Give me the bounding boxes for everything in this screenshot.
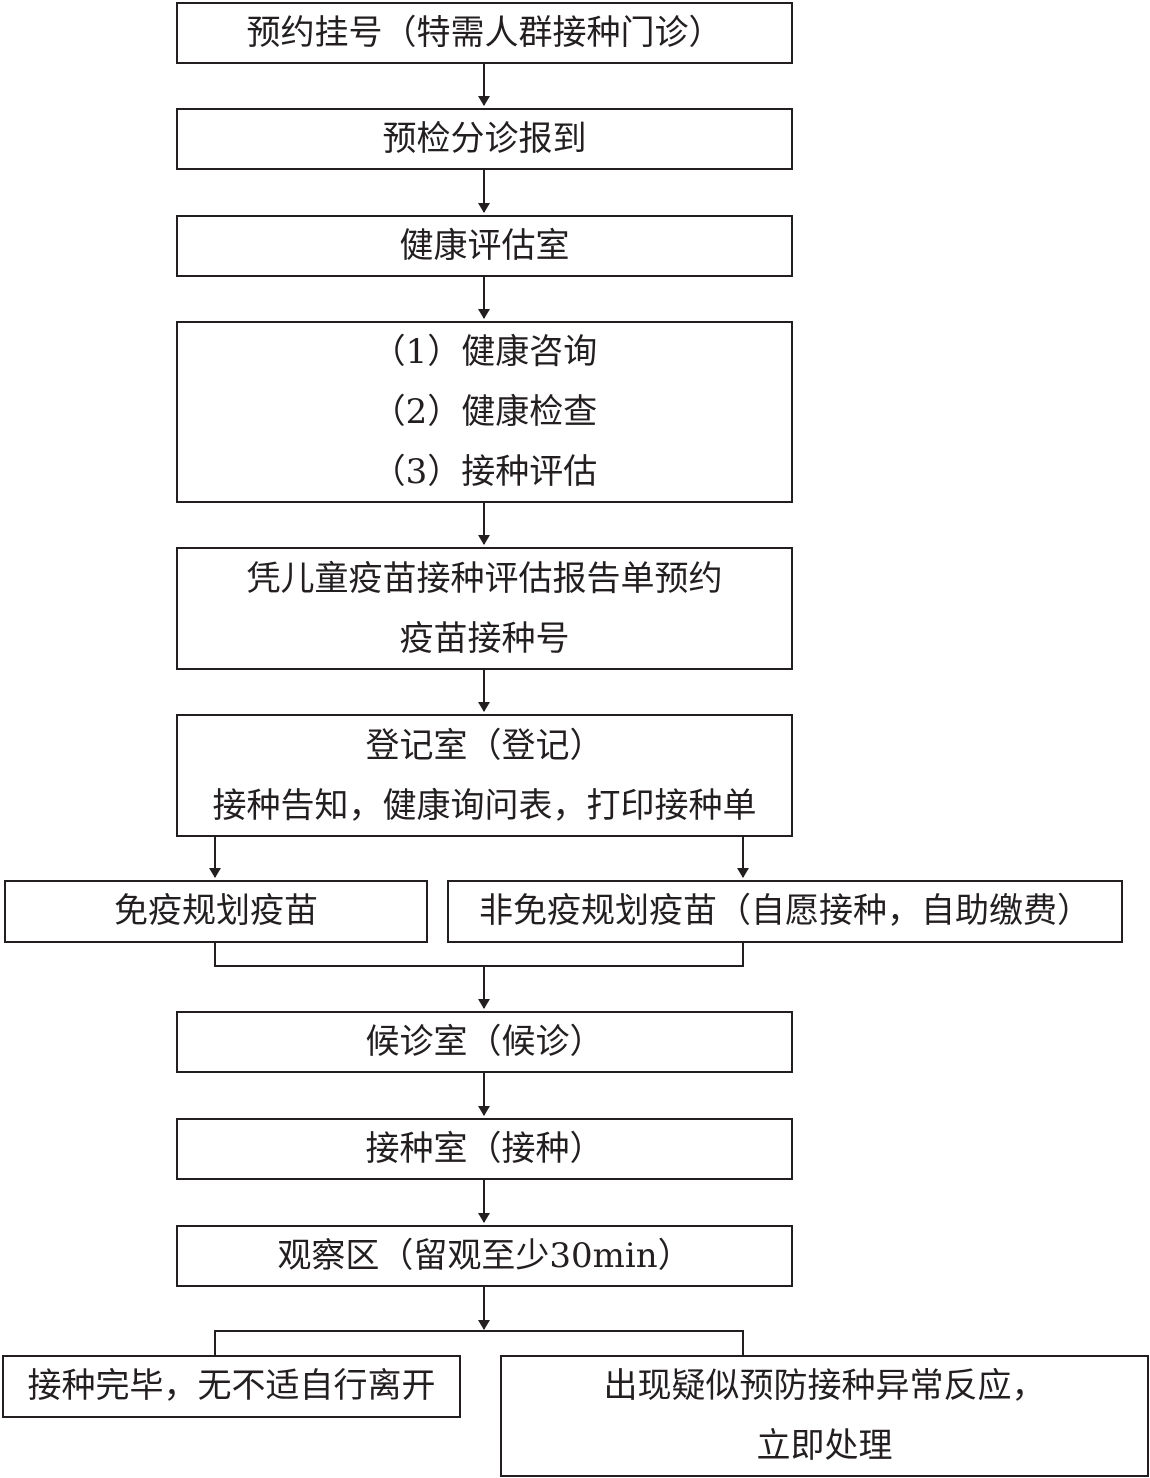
registration-box: 登记室（登记） 接种告知，健康询问表，打印接种单: [176, 714, 793, 837]
reaction-line-2: 立即处理: [756, 1426, 893, 1466]
vaccination-box: 接种室（接种）: [176, 1118, 793, 1180]
triage-box: 预检分诊报到: [176, 108, 793, 170]
assessment-item-evaluation: （3）接种评估: [371, 452, 598, 492]
registration-line-1: 登记室（登记）: [365, 725, 604, 766]
assessment-item-exam: （2）健康检查: [371, 392, 598, 432]
appointment-label: 预约挂号（特需人群接种门诊）: [246, 12, 723, 53]
appointment-box: 预约挂号（特需人群接种门诊）: [176, 2, 793, 64]
assessment-room-box: 健康评估室: [176, 215, 793, 277]
booking-line-1: 凭儿童疫苗接种评估报告单预约: [246, 558, 723, 599]
booking-line-2: 疫苗接种号: [399, 618, 570, 659]
assessment-item-consult: （1）健康咨询: [371, 332, 598, 372]
waiting-box: 候诊室（候诊）: [176, 1011, 793, 1073]
triage-label: 预检分诊报到: [382, 118, 587, 159]
non-nip-vaccine-label: 非免疫规划疫苗（自愿接种，自助缴费）: [479, 891, 1091, 932]
observation-label: 观察区（留观至少30min）: [277, 1235, 692, 1276]
booking-box: 凭儿童疫苗接种评估报告单预约 疫苗接种号: [176, 547, 793, 670]
merge-line: [214, 943, 744, 967]
assessment-items-box: （1）健康咨询 （2）健康检查 （3）接种评估: [176, 321, 793, 503]
registration-line-2: 接种告知，健康询问表，打印接种单: [212, 785, 757, 826]
assessment-room-label: 健康评估室: [399, 225, 570, 266]
non-nip-vaccine-box: 非免疫规划疫苗（自愿接种，自助缴费）: [447, 880, 1123, 943]
leave-label: 接种完毕，无不适自行离开: [27, 1366, 436, 1407]
vaccination-label: 接种室（接种）: [365, 1128, 604, 1169]
reaction-line-1: 出现疑似预防接种异常反应，: [603, 1366, 1046, 1406]
reaction-box: 出现疑似预防接种异常反应， 立即处理: [500, 1355, 1149, 1477]
leave-box: 接种完毕，无不适自行离开: [2, 1355, 461, 1418]
split-line: [214, 1330, 744, 1355]
observation-box: 观察区（留观至少30min）: [176, 1225, 793, 1287]
nip-vaccine-label: 免疫规划疫苗: [114, 891, 318, 932]
waiting-label: 候诊室（候诊）: [365, 1021, 604, 1062]
nip-vaccine-box: 免疫规划疫苗: [4, 880, 428, 943]
